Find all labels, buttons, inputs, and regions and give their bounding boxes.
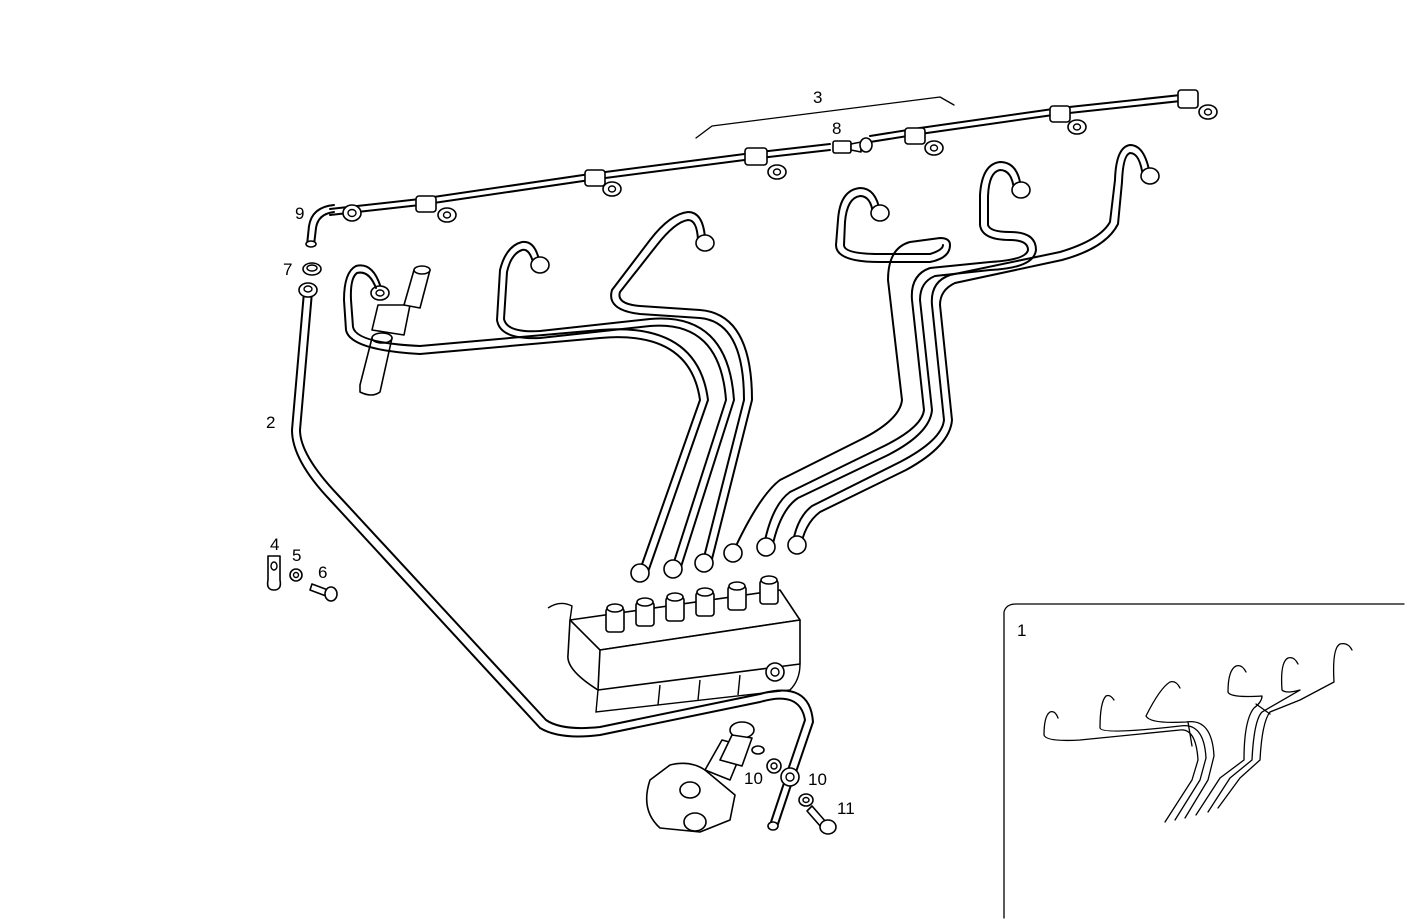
callout-11: 11 [837,799,855,818]
injection-pump [547,575,801,713]
pipe-nut [870,204,890,222]
connector-8 [832,137,873,154]
group-bracket-3 [695,96,955,139]
injection-pipe-cylinder-1 [343,264,709,573]
pipe-nut [298,282,318,298]
delivery-valve [695,587,715,617]
pipe-nut [695,234,715,252]
injection-pipe-cylinder-2 [496,240,735,571]
injection-pipe-cylinder-6 [791,144,1160,551]
callout-labels: 1 2 3 4 5 6 7 8 9 10 10 11 [266,88,1026,818]
return-line-nut [342,204,362,222]
injection-pipe-cylinder-5 [763,161,1037,549]
pump-end-nuts [630,535,807,583]
feed-pump [645,721,765,833]
banjo-fitting [415,195,457,223]
pipe-nut [530,256,550,274]
clip-4 [266,555,282,591]
banjo-fitting [904,127,944,156]
delivery-valve [665,592,685,622]
banjo-fitting [1049,105,1087,135]
callout-10-left: 10 [744,769,763,788]
pipe-nut [1011,181,1031,199]
callout-5: 5 [292,546,301,565]
pipe-nut [780,767,800,787]
washer-7 [302,262,322,276]
inset-complete-pipe-set [1003,603,1405,919]
inset-pipes [1043,642,1353,823]
callout-6: 6 [318,563,327,582]
banjo-fitting [584,169,622,197]
banjo-bolt-11 [806,805,837,835]
delivery-valve [727,581,747,611]
injection-pipe-cylinder-4 [734,187,951,549]
banjo-fitting [1177,89,1218,120]
callout-8: 8 [832,119,841,138]
washer-10-left [766,758,782,774]
washer-10-right [798,793,814,807]
callout-7: 7 [283,260,292,279]
callout-9: 9 [295,204,304,223]
washer-5 [289,568,303,582]
callout-3: 3 [813,88,822,107]
banjo-fitting [744,147,787,180]
callout-10-right: 10 [808,770,827,789]
bolt-6 [309,583,338,602]
delivery-valve [635,597,655,627]
callout-4: 4 [270,535,279,554]
feed-pipe-2 [291,282,814,831]
delivery-valve [759,575,779,605]
delivery-valve [605,603,625,633]
callout-2: 2 [266,413,275,432]
callout-1: 1 [1017,621,1026,640]
leak-off-return-line [329,89,1218,223]
injection-pipe-cylinder-3 [610,211,753,568]
injector [359,265,431,396]
elbow-connector-9 [305,204,335,248]
pipe-nut [1140,167,1160,185]
